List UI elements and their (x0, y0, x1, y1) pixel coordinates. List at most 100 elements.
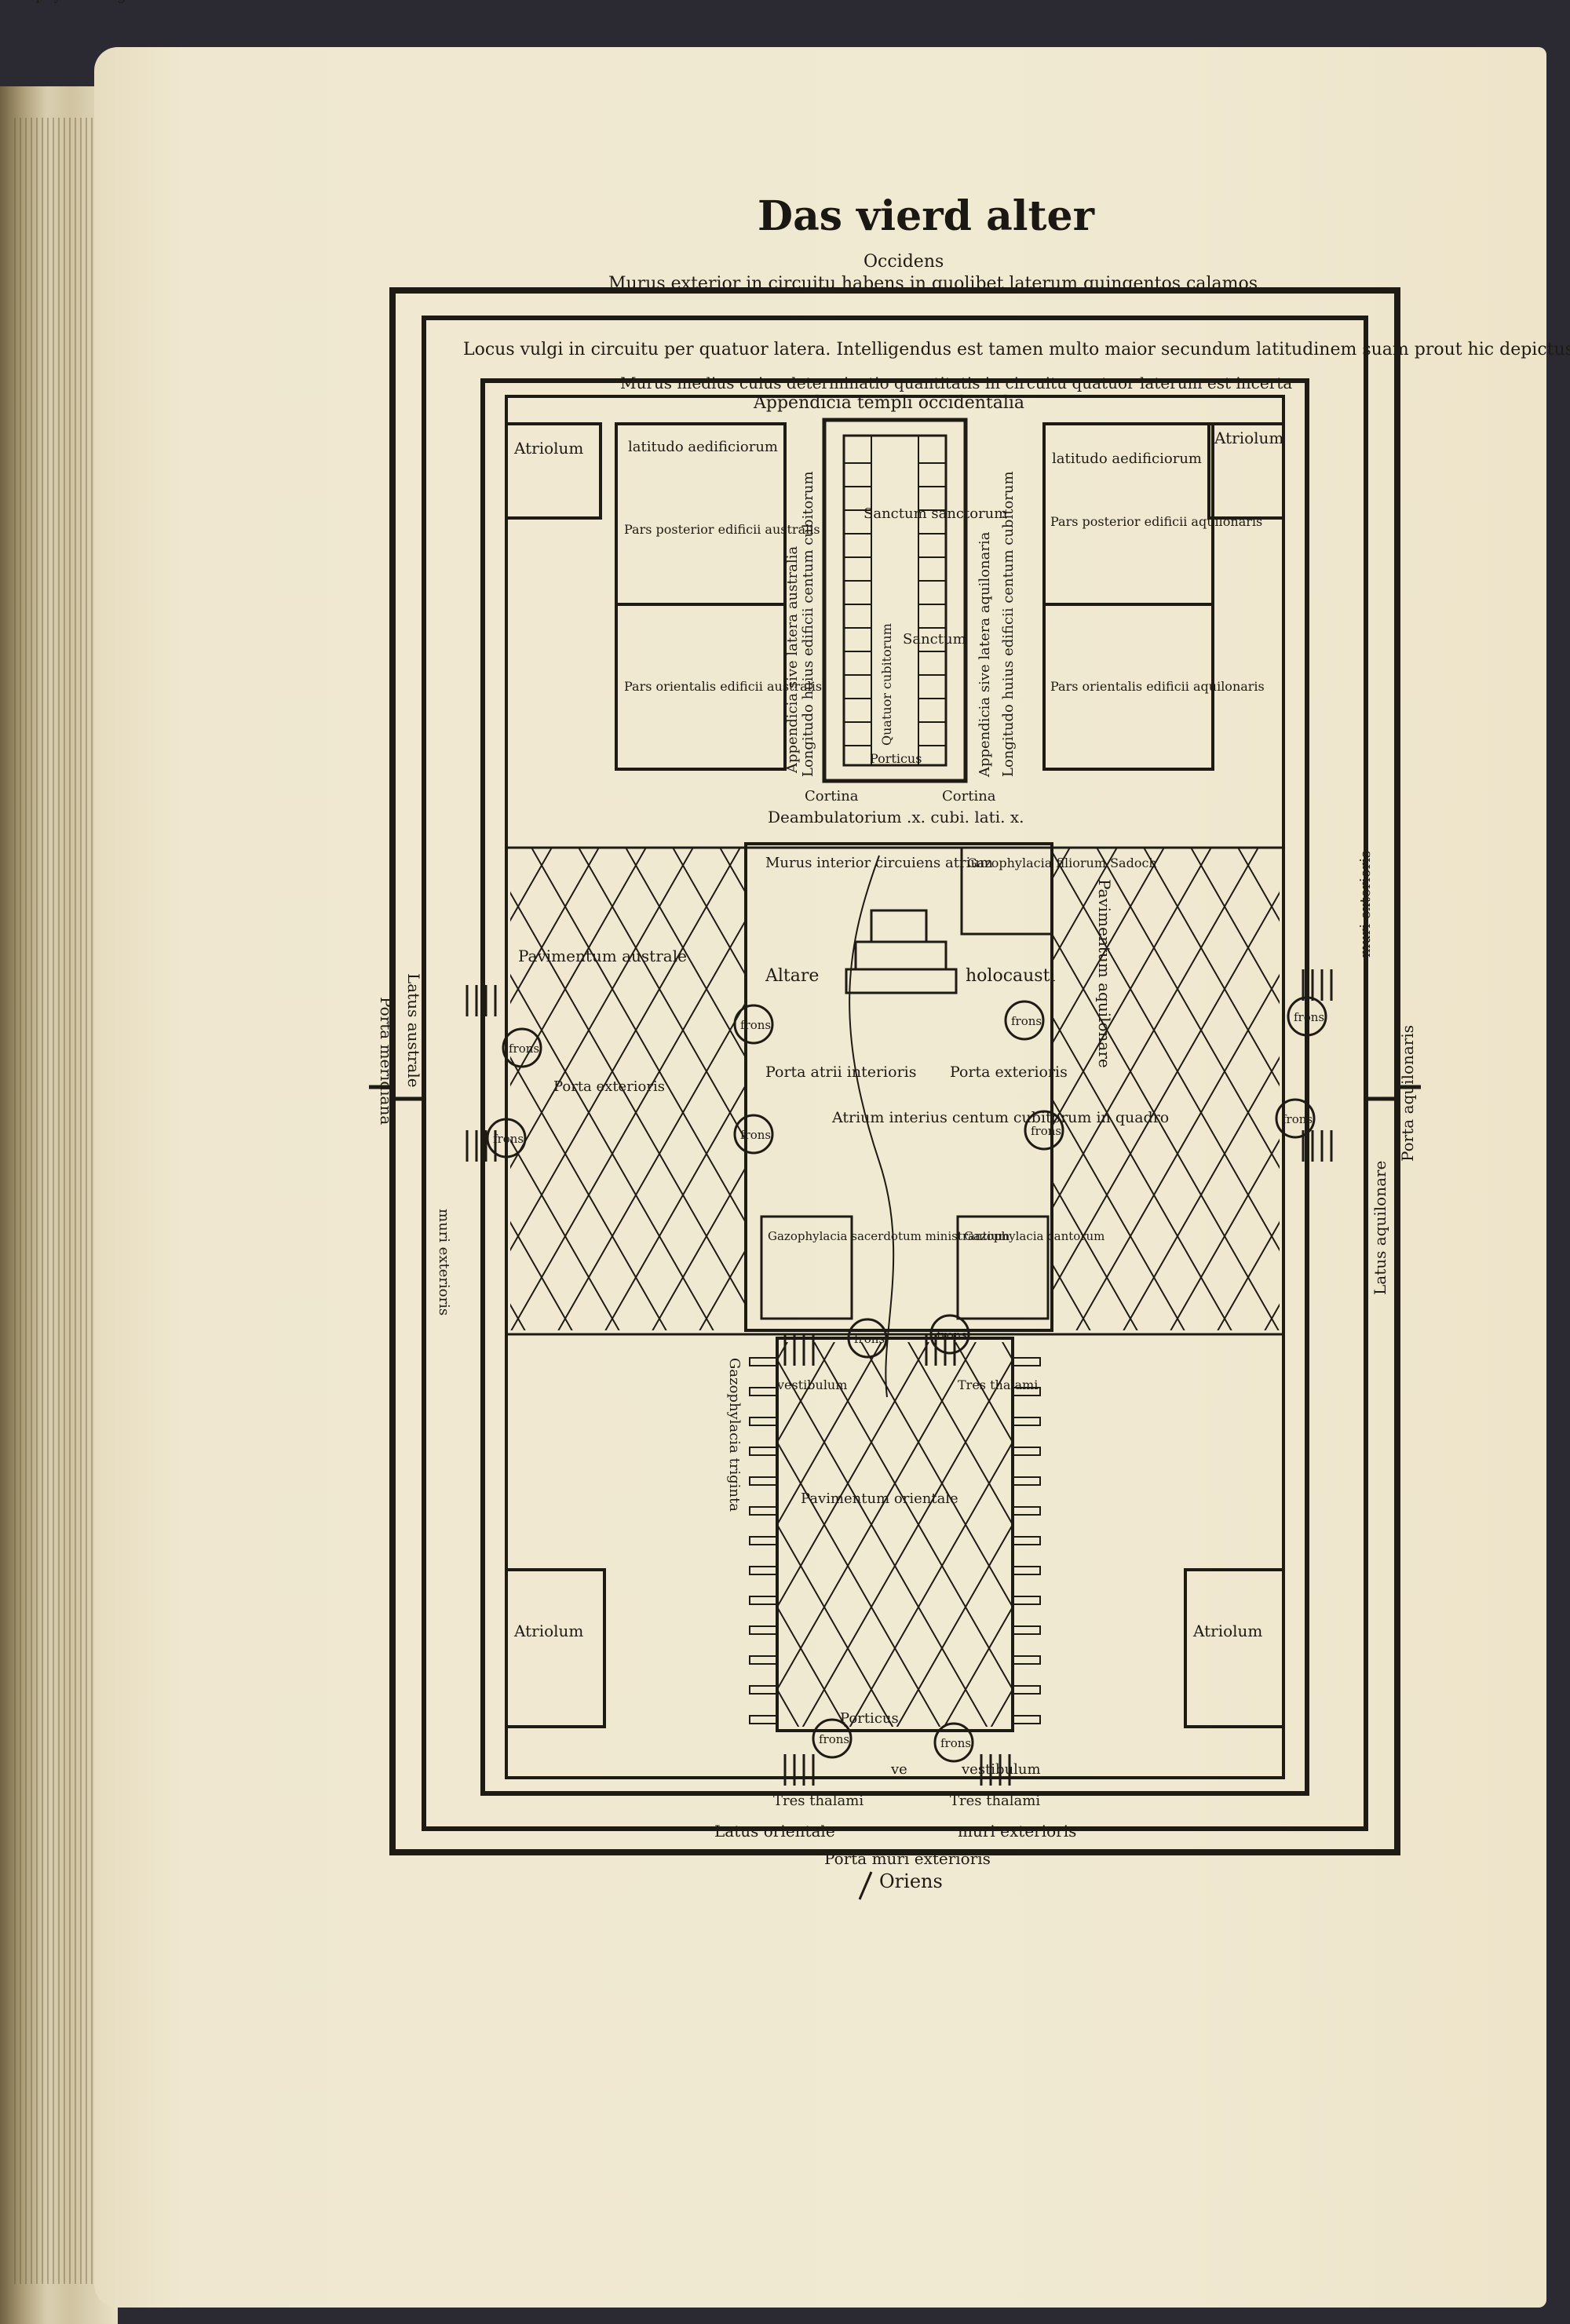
gazophylacia-triginta-right: Gazophylacia triginta (0, 0, 154, 4)
gazophylacium-east (1012, 1715, 1041, 1724)
frons-medallion: frons (733, 1114, 774, 1155)
temple-cells (844, 462, 946, 746)
frons-medallion: frons (733, 1004, 774, 1045)
north-gate (1366, 1085, 1421, 1101)
porta-meridiana-inner: Porta exterioris (553, 1078, 665, 1095)
latitudo-right: latitudo aedificiorum (1052, 451, 1202, 467)
atriolum-se: Atriolum (1192, 1622, 1262, 1640)
gazophylacia-cells (466, 969, 1333, 1786)
pavimentum-orientale-area (777, 1342, 1013, 1727)
frons-circle (1275, 1098, 1316, 1139)
frons-label: frons (854, 1332, 885, 1346)
frons-circle (733, 1114, 774, 1155)
pavimentum-aquilonare-area (1052, 848, 1280, 1330)
frons-circle (933, 1722, 974, 1763)
atriolum-nw: Atriolum (513, 439, 583, 458)
south-gate (369, 1020, 485, 1177)
muri-exterioris-north: muri exterioris (1357, 851, 1374, 958)
latus-aquilonare: Latus aquilonare (1371, 1161, 1389, 1295)
porticus-top: Porticus (870, 751, 922, 766)
appendicia-aquilonaria: Appendicia sive latera aquilonaria (977, 531, 993, 778)
gazophylacium-west (749, 1357, 778, 1366)
gazophylacium-east (1012, 1685, 1041, 1695)
gazophylacium-east (1012, 1417, 1041, 1426)
gazophylacium-east (1012, 1596, 1041, 1605)
page-title: Das vierd alter (758, 192, 1095, 240)
gazophylacium-east (1012, 1506, 1041, 1516)
porta-exterior: Porta exterioris (950, 1063, 1068, 1081)
gazophylacium-west (749, 1506, 778, 1516)
muri-exterioris-south: muri exterioris (436, 1209, 452, 1315)
tres-thalami-bottom-right: Tres thalami (950, 1793, 1040, 1809)
frons-medallion: frons (1275, 1098, 1316, 1139)
gazophylacium-east (1012, 1625, 1041, 1635)
longitudo-left: Longitudo huius edificii centum cubitoru… (800, 471, 816, 777)
gazophylacium-west (749, 1715, 778, 1724)
frons-medallion: frons (1004, 1000, 1045, 1041)
pavimentum-aquilonare: Pavimentum aquilonare (1095, 879, 1114, 1068)
gazophylacium-east (1012, 1566, 1041, 1575)
cortina-left: Cortina (805, 788, 859, 804)
gazophylacia-triginta-left: Gazophylacia triginta (726, 1358, 743, 1512)
outer-wall-caption: Murus exterior in circuitu habens in quo… (608, 274, 1258, 294)
frons-label: frons (509, 1042, 539, 1056)
frons-circle (1004, 1000, 1045, 1041)
page (94, 47, 1546, 2308)
frons-circle (502, 1027, 542, 1068)
murus-interior: Murus interior circuiens atrium (765, 855, 993, 871)
frons-medallion: frons (933, 1722, 974, 1763)
vestibulum-bottom: vestibulum (961, 1761, 1041, 1778)
pars-posterior-aquilonaris: Pars posterior edificii aquilonaris (1050, 514, 1262, 529)
pavimentum-australe-area (510, 848, 746, 1330)
frons-medallion: frons (812, 1718, 853, 1759)
compass-east: Oriens (879, 1870, 943, 1892)
pars-posterior-australis: Pars posterior edificii australis (624, 522, 820, 537)
frons-label: frons (1282, 1112, 1313, 1126)
atriolum-sw: Atriolum (513, 1622, 583, 1640)
pars-orientalis-australis: Pars orientalis edificii australis (624, 679, 822, 694)
frons-label: frons (940, 1736, 971, 1750)
gazophylacium-west (749, 1447, 778, 1456)
upper-buildings (505, 418, 1285, 783)
page-edges (14, 118, 100, 2284)
gazophylacium-east (1012, 1476, 1041, 1486)
longitudo-right: Longitudo huius edificii centum cubitoru… (1000, 471, 1017, 777)
vestibulum-ve: ve (890, 1761, 907, 1778)
gazophylacia-sacerdotum: Gazophylacia sacerdotum ministrantium (768, 1229, 1010, 1243)
appendix-west: Appendicia templi occidentalia (753, 393, 1024, 413)
atrium-interius: Atrium interius centum cubitorum in quad… (831, 1109, 1169, 1126)
latitudo-left: latitudo aedificiorum (628, 439, 778, 455)
frons-circle (929, 1314, 970, 1355)
gazophylacium-east (1012, 1447, 1041, 1456)
frons-medallion: frons (847, 1318, 888, 1359)
court-caption: Locus vulgi in circuitu per quatuor late… (463, 340, 1570, 359)
frons-label: frons (1011, 1014, 1042, 1028)
gazophylacium-west (749, 1596, 778, 1605)
gazophylacium-west (749, 1536, 778, 1545)
porta-atrii-interioris: Porta atrii interioris (765, 1063, 916, 1081)
gazophylacium-west (749, 1685, 778, 1695)
appendicia-australia: Appendicia sive latera australia (784, 546, 801, 774)
pars-orientalis-aquilonaris: Pars orientalis edificii aquilonaris (1050, 679, 1265, 694)
gazophylacium-west (749, 1417, 778, 1426)
frons-label: frons (1031, 1124, 1061, 1138)
porta-aquilonaris: Porta aquilonaris (1398, 1025, 1417, 1162)
east-pointer (858, 1871, 873, 1900)
frons-circle (486, 1118, 527, 1158)
sanctum: Sanctum (903, 631, 966, 648)
altare: Altare (765, 966, 819, 986)
muri-exterioris-bottom: muri exterioris (958, 1822, 1076, 1841)
gazophylacium-east (1012, 1536, 1041, 1545)
frons-medallion: frons (1024, 1110, 1064, 1151)
frons-medallion: frons (486, 1118, 527, 1158)
atriolum-ne: Atriolum (1214, 429, 1283, 447)
cortina-right: Cortina (942, 788, 996, 804)
porta-muri-exterioris: Porta muri exterioris (824, 1849, 991, 1868)
outer-wall (389, 287, 1400, 1855)
tres-thalami-east: Tres thalami (958, 1377, 1038, 1392)
latus-australe: Latus australe (404, 973, 423, 1088)
deambulatorium: Deambulatorium .x. cubi. lati. x. (768, 808, 1024, 826)
sanctum-sanctorum: Sanctum sanctorum (864, 505, 1007, 522)
tres-thalami-bottom-left: Tres thalami (773, 1793, 864, 1809)
